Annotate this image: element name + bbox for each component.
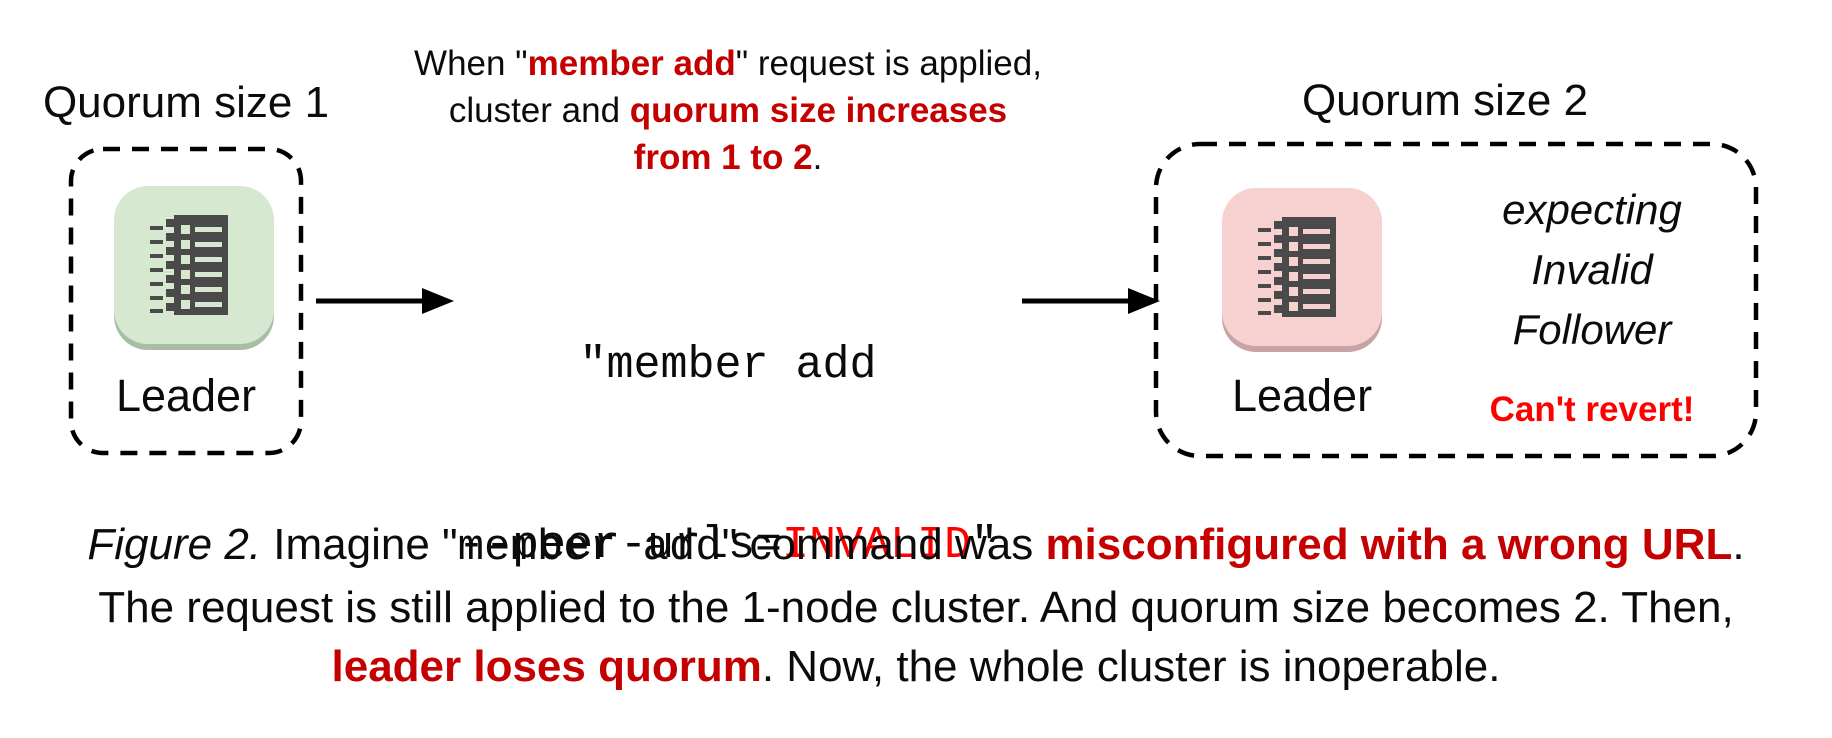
ledger-icon	[1258, 217, 1336, 317]
caption-text: " command was	[721, 520, 1046, 569]
caption-line-3: leader loses quorum. Now, the whole clus…	[0, 637, 1832, 696]
caption-text: . Now, the whole cluster is inoperable.	[761, 642, 1501, 691]
left-cluster-boundary	[68, 146, 304, 456]
caption-text: .	[1732, 520, 1745, 569]
cant-revert-warning: Can't revert!	[1489, 390, 1695, 429]
command-invalid-value: INVALID	[782, 520, 972, 571]
annotation-highlight: quorum size increases	[629, 91, 1008, 130]
annotation-text: cluster and	[448, 91, 630, 130]
arrow-right-icon	[316, 288, 454, 314]
left-node-label: Leader	[115, 370, 257, 421]
figure-number-label: Figure 2.	[87, 520, 262, 569]
leader-node-icon-pink	[1222, 188, 1382, 346]
caption-line-1: Figure 2. Imagine "member add" command w…	[0, 515, 1832, 578]
caption-text: Imagine "	[261, 520, 458, 569]
caption-line-2: The request is still applied to the 1-no…	[98, 583, 1734, 632]
annotation-line-3: from 1 to 2.	[398, 134, 1058, 181]
annotation-line-1: When "member add" request is applied,	[398, 40, 1058, 87]
annotation-line-2: cluster and quorum size increases	[398, 87, 1058, 134]
left-cluster-title: Quorum size 1	[42, 78, 330, 127]
expecting-follower-note: expecting Invalid Follower	[1427, 180, 1757, 360]
annotation-text: When "	[414, 44, 528, 83]
member-add-command: "member add --peer-urls=INVALID"	[413, 216, 1043, 696]
command-line-2: --peer-urls=INVALID"	[413, 516, 1043, 576]
right-cluster-boundary	[1153, 141, 1759, 459]
figure-caption: Figure 2. Imagine "member add" command w…	[0, 515, 1832, 696]
caption-highlight: misconfigured with a wrong URL	[1045, 520, 1733, 569]
right-cluster-title: Quorum size 2	[1301, 76, 1589, 125]
right-node-label: Leader	[1231, 370, 1373, 421]
expect-line-2: Invalid	[1531, 246, 1653, 293]
leader-node-icon-green	[114, 186, 274, 344]
caption-highlight: leader loses quorum	[331, 642, 762, 691]
command-text: "	[971, 520, 999, 571]
ledger-icon	[150, 215, 228, 315]
expect-line-1: expecting	[1502, 186, 1682, 233]
command-text: --peer-urls=	[457, 520, 782, 571]
command-line-1: "member add	[579, 340, 877, 391]
annotation-text: " request is applied,	[735, 44, 1042, 83]
annotation-highlight: member add	[527, 44, 736, 83]
annotation-highlight: from 1 to 2	[633, 138, 813, 177]
member-add-annotation: When "member add" request is applied, cl…	[398, 40, 1058, 181]
arrow-right-icon	[1022, 288, 1160, 314]
expect-line-3: Follower	[1512, 306, 1672, 353]
caption-code: member add	[457, 523, 722, 573]
annotation-text: .	[812, 138, 823, 177]
